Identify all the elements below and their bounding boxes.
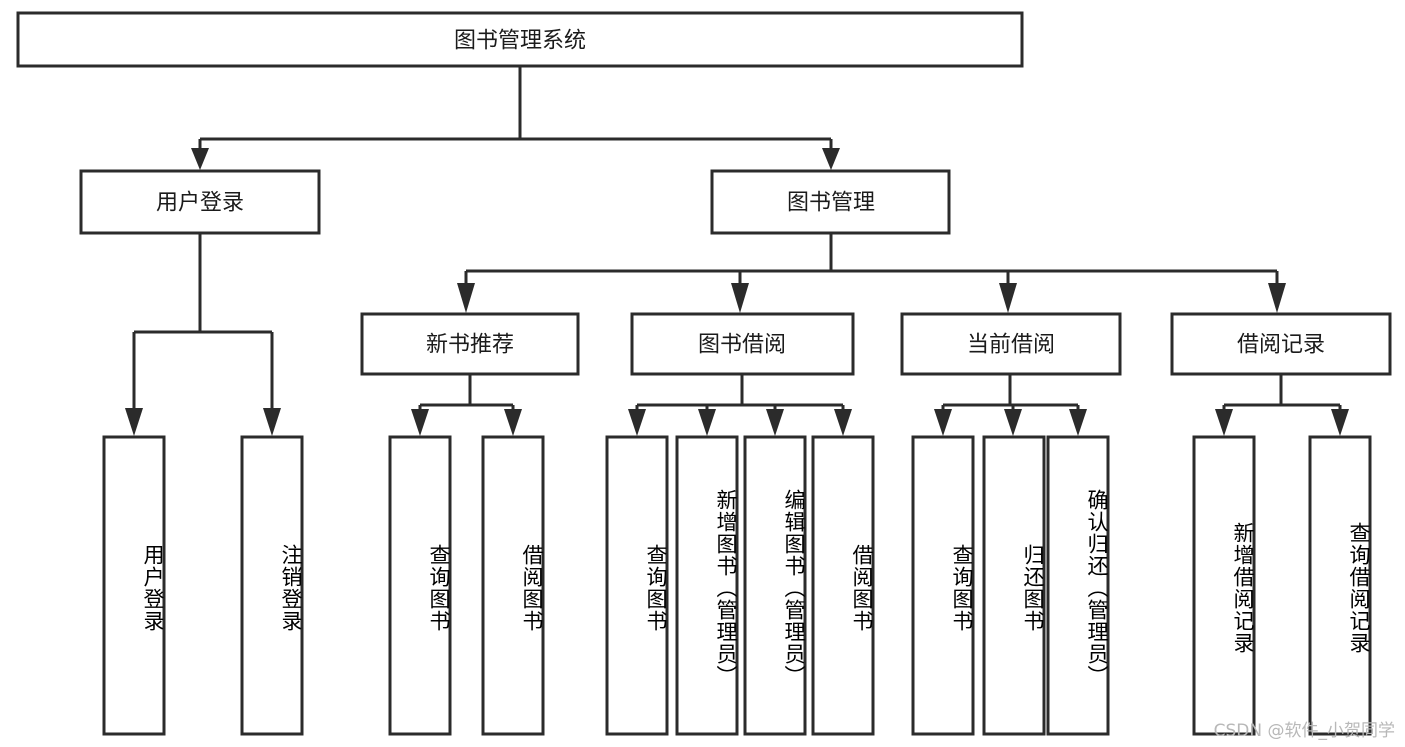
arrow-head-leaf-confirm-return	[1069, 409, 1087, 436]
node-new-book-recommend[interactable]	[360, 312, 580, 376]
node-layer: 图书管理系统 用户登录 图书管理 新书推荐 图书借阅 当前借阅 借阅记录	[16, 11, 1392, 736]
arrow-head-leaf-add-book	[698, 409, 716, 436]
arrow-head-leaf-query-book-borrow	[628, 409, 646, 436]
arrow-head-new-book-recommend	[457, 283, 475, 313]
arrow-head-user-login	[191, 148, 209, 170]
node-borrow-record-label: 借阅记录	[1237, 333, 1325, 358]
arrow-head-leaf-add-borrow-record	[1215, 409, 1233, 436]
node-user-login-label: 用户登录	[156, 191, 244, 216]
node-leaf-query-borrow-record[interactable]	[1308, 435, 1372, 736]
node-leaf-query-book-current[interactable]	[911, 435, 975, 736]
csdn-watermark: CSDN @软件_小贺同学	[1213, 721, 1395, 741]
node-leaf-add-book[interactable]	[675, 435, 739, 736]
node-leaf-query-book-borrow[interactable]	[605, 435, 669, 736]
arrow-head-leaf-edit-book	[766, 409, 784, 436]
arrow-head-leaf-query-book-current	[934, 409, 952, 436]
node-leaf-confirm-return[interactable]	[1046, 435, 1110, 736]
arrow-head-leaf-query-book-rec	[411, 409, 429, 436]
arrow-head-leaf-user-login	[125, 408, 143, 436]
node-root-system-label: 图书管理系统	[454, 29, 586, 54]
arrow-head-leaf-borrow-book-rec	[504, 409, 522, 436]
node-book-borrow[interactable]	[630, 312, 855, 376]
node-leaf-add-borrow-record[interactable]	[1192, 435, 1256, 736]
arrow-head-leaf-borrow-book	[834, 409, 852, 436]
node-leaf-return-book[interactable]	[982, 435, 1046, 736]
node-current-borrow-label: 当前借阅	[967, 333, 1055, 358]
connector-layer	[125, 66, 1349, 436]
node-book-management-label: 图书管理	[787, 191, 875, 216]
node-book-borrow-label: 图书借阅	[698, 333, 786, 358]
node-leaf-user-login[interactable]	[102, 435, 166, 736]
node-root-system[interactable]	[16, 11, 1024, 68]
node-current-borrow[interactable]	[900, 312, 1122, 376]
node-leaf-edit-book[interactable]	[743, 435, 807, 736]
arrow-head-leaf-return-book	[1004, 409, 1022, 436]
arrow-head-book-management	[822, 148, 840, 170]
node-leaf-borrow-book[interactable]	[811, 435, 875, 736]
arrow-head-current-borrow	[999, 283, 1017, 313]
node-borrow-record[interactable]	[1170, 312, 1392, 376]
arrow-head-borrow-record	[1268, 283, 1286, 313]
node-new-book-recommend-label: 新书推荐	[426, 333, 514, 358]
arrow-head-leaf-query-borrow-record	[1331, 409, 1349, 436]
arrow-head-leaf-logout-login	[263, 408, 281, 436]
node-book-management[interactable]	[710, 169, 951, 235]
node-leaf-logout-login[interactable]	[240, 435, 304, 736]
node-user-login[interactable]	[79, 169, 321, 235]
node-leaf-query-book-rec[interactable]	[388, 435, 452, 736]
arrow-head-book-borrow	[731, 283, 749, 313]
node-leaf-borrow-book-rec[interactable]	[481, 435, 545, 736]
